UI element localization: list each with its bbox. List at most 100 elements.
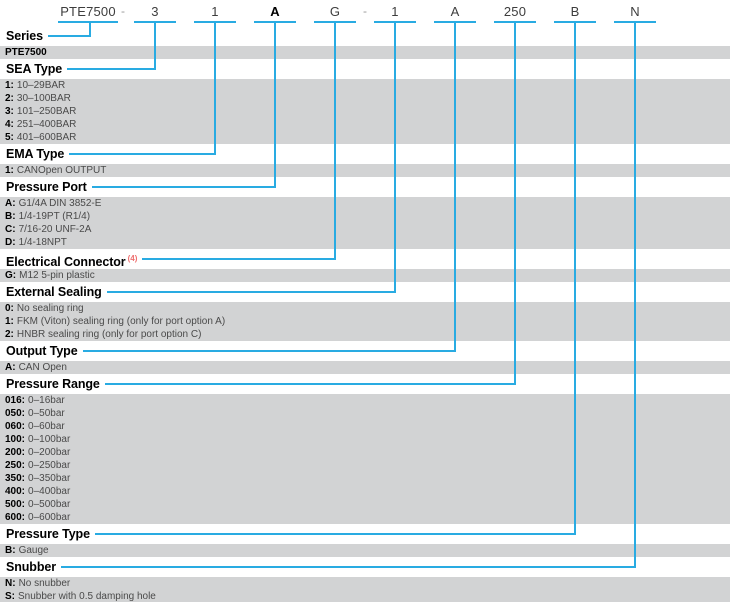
code-segment-g: G [329, 4, 341, 19]
section-title: External Sealing [6, 285, 102, 299]
connector-vertical-line [394, 23, 396, 293]
connector-vertical-line [514, 23, 516, 385]
option-row: 060:0–60bar [0, 420, 730, 433]
section-options-electrical-connector: G:M12 5-pin plastic [0, 269, 730, 282]
option-key: 2: [5, 93, 14, 104]
connector-vertical-line [214, 23, 216, 155]
option-description: Snubber with 0.5 damping hole [18, 591, 156, 602]
option-key: A: [5, 198, 16, 209]
section-options-ema-type: 1:CANOpen OUTPUT [0, 164, 730, 177]
option-description: CAN Open [18, 362, 67, 373]
section-title: Output Type [6, 344, 78, 358]
option-key: 5: [5, 132, 14, 143]
option-description: 30–100BAR [16, 93, 71, 104]
connector-horizontal-line [95, 533, 576, 535]
section-title-wrap: Pressure Range [6, 374, 100, 394]
option-key: 1: [5, 165, 14, 176]
option-key: 400: [5, 486, 26, 497]
section-title: SEA Type [6, 62, 63, 76]
code-segment-1: 1 [211, 4, 219, 19]
option-description: 0–250bar [28, 460, 71, 471]
option-row: 4:251–400BAR [0, 118, 730, 131]
section-title: Pressure Port [6, 180, 87, 194]
connector-horizontal-line [142, 258, 336, 260]
section-title-wrap: Pressure Type [6, 524, 90, 544]
option-row: 5:401–600BAR [0, 131, 730, 144]
section-title: Pressure Range [6, 377, 100, 391]
option-description: 1/4-19PT (R1/4) [18, 211, 91, 222]
option-description: 10–29BAR [16, 80, 66, 91]
option-key: S: [5, 591, 15, 602]
option-key: 100: [5, 434, 26, 445]
connector-vertical-line [154, 23, 156, 70]
segment-underline [554, 21, 596, 23]
connector-horizontal-line [67, 68, 156, 70]
option-row: 016:0–16bar [0, 394, 730, 407]
option-description: 0–100bar [28, 434, 71, 445]
segment-underline [58, 21, 118, 23]
option-row: 2:30–100BAR [0, 92, 730, 105]
option-key: 350: [5, 473, 26, 484]
option-description: CANOpen OUTPUT [16, 165, 107, 176]
section-title-wrap: Electrical Connector(4) [6, 249, 137, 272]
section-title-wrap: Output Type [6, 341, 78, 361]
section-title: Snubber [6, 560, 56, 574]
option-key: 016: [5, 395, 26, 406]
connector-vertical-line [334, 23, 336, 260]
option-key: B: [5, 545, 16, 556]
section-options-pressure-type: B:Gauge [0, 544, 730, 557]
option-description: FKM (Viton) sealing ring (only for port … [16, 316, 226, 327]
option-description: 0–60bar [28, 421, 65, 432]
section-title-wrap: Series [6, 26, 43, 46]
option-row: A:CAN Open [0, 361, 730, 374]
option-key: C: [5, 224, 16, 235]
option-row: 350:0–350bar [0, 472, 730, 485]
connector-horizontal-line [83, 350, 456, 352]
code-separator: - [121, 4, 125, 18]
section-header-electrical-connector: Electrical Connector(4) [0, 249, 738, 269]
option-description: G1/4A DIN 3852-E [18, 198, 102, 209]
option-row: 200:0–200bar [0, 446, 730, 459]
code-segment-3: 3 [151, 4, 159, 19]
section-title-wrap: Snubber [6, 557, 56, 577]
segment-underline [194, 21, 236, 23]
option-row: 1:10–29BAR [0, 79, 730, 92]
connector-vertical-line [89, 23, 91, 37]
option-key: N: [5, 578, 16, 589]
connector-horizontal-line [107, 291, 396, 293]
segment-underline [314, 21, 356, 23]
segment-underline [614, 21, 656, 23]
option-row: 500:0–500bar [0, 498, 730, 511]
code-segment-1: 1 [391, 4, 399, 19]
option-description: 0–16bar [28, 395, 65, 406]
connector-vertical-line [634, 23, 636, 568]
option-description: 0–200bar [28, 447, 71, 458]
option-row: C:7/16-20 UNF-2A [0, 223, 730, 236]
option-key: 600: [5, 512, 26, 523]
option-description: 0–600bar [28, 512, 71, 523]
section-options-series: PTE7500 [0, 46, 730, 59]
option-row: 1:FKM (Viton) sealing ring (only for por… [0, 315, 730, 328]
option-description: 0–350bar [28, 473, 71, 484]
option-key: A: [5, 362, 16, 373]
section-title-wrap: External Sealing [6, 282, 102, 302]
option-description: No sealing ring [16, 303, 84, 314]
connector-horizontal-line [92, 186, 276, 188]
connector-horizontal-line [61, 566, 636, 568]
section-title-wrap: SEA Type [6, 59, 62, 79]
code-segment-b: B [570, 4, 580, 19]
code-segment-250: 250 [503, 4, 527, 19]
option-description: 0–50bar [28, 408, 65, 419]
option-row: PTE7500 [0, 46, 730, 59]
option-description: 251–400BAR [16, 119, 77, 130]
option-description: 1/4-18NPT [18, 237, 67, 248]
option-row: S:Snubber with 0.5 damping hole [0, 590, 730, 602]
option-description: 401–600BAR [16, 132, 77, 143]
